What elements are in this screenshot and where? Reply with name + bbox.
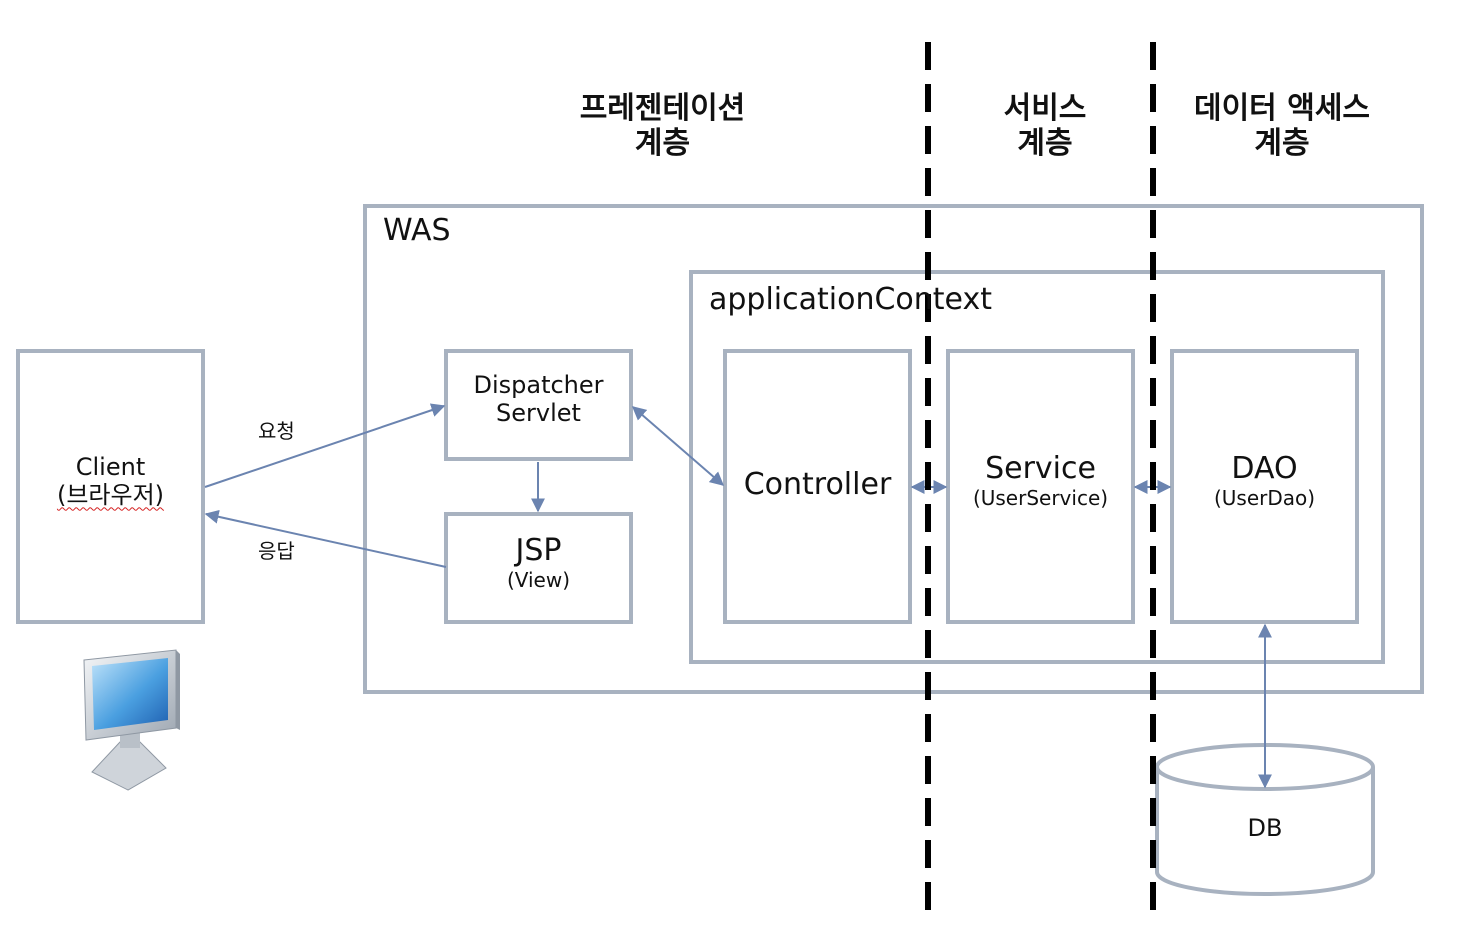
jsp-box xyxy=(444,512,633,624)
dao-box xyxy=(1170,349,1359,624)
data-access-layer-title-line1: 데이터 액세스 xyxy=(1193,91,1371,126)
response-label: 응답 xyxy=(258,539,295,563)
dispatcher-servlet-label-line1: Dispatcher xyxy=(473,371,604,399)
controller-box xyxy=(723,349,912,624)
dispatcher-servlet-label: Dispatcher Servlet xyxy=(446,371,631,427)
jsp-label: JSP (View) xyxy=(446,533,631,592)
was-box xyxy=(363,204,1424,694)
client-label-line2: (브라우저) xyxy=(56,480,165,509)
jsp-label-title: JSP xyxy=(515,533,562,568)
request-label: 요청 xyxy=(258,419,295,443)
dao-label: DAO (UserDao) xyxy=(1172,451,1357,510)
presentation-layer-title-line2: 계층 xyxy=(634,125,691,161)
jsp-label-subtitle: (View) xyxy=(506,567,571,592)
app-context-label: applicationContext xyxy=(709,282,993,317)
was-label: WAS xyxy=(383,213,451,248)
dao-label-subtitle: (UserDao) xyxy=(1213,485,1316,510)
presentation-layer-title-line1: 프레젠테이션 xyxy=(579,91,746,126)
data-access-layer-title: 데이터 액세스 계층 xyxy=(1172,91,1392,161)
dispatcher-servlet-label-line2: Servlet xyxy=(496,398,581,427)
presentation-layer-title: 프레젠테이션 계층 xyxy=(560,91,765,161)
service-layer-title-line1: 서비스 xyxy=(1003,91,1087,126)
data-access-layer-title-line2: 계층 xyxy=(1254,125,1310,161)
service-box xyxy=(946,349,1135,624)
dao-label-title: DAO xyxy=(1231,451,1298,486)
service-label-subtitle: (UserService) xyxy=(972,485,1109,510)
db-label: DB xyxy=(1247,814,1283,842)
response-arrow xyxy=(204,509,447,568)
dispatcher-controller-arrow xyxy=(631,406,725,486)
client-box xyxy=(16,349,205,624)
client-label: Client (브라우저) xyxy=(18,453,203,509)
service-layer-title: 서비스 계층 xyxy=(960,91,1130,161)
service-layer-title-line2: 계층 xyxy=(1017,125,1073,161)
computer-monitor-icon xyxy=(83,649,180,791)
request-arrow xyxy=(204,403,446,488)
service-label-title: Service xyxy=(985,451,1096,486)
client-label-line1: Client xyxy=(75,453,146,481)
controller-label: Controller xyxy=(743,467,892,502)
service-label: Service (UserService) xyxy=(948,451,1133,510)
dispatcher-servlet-box xyxy=(444,349,633,461)
